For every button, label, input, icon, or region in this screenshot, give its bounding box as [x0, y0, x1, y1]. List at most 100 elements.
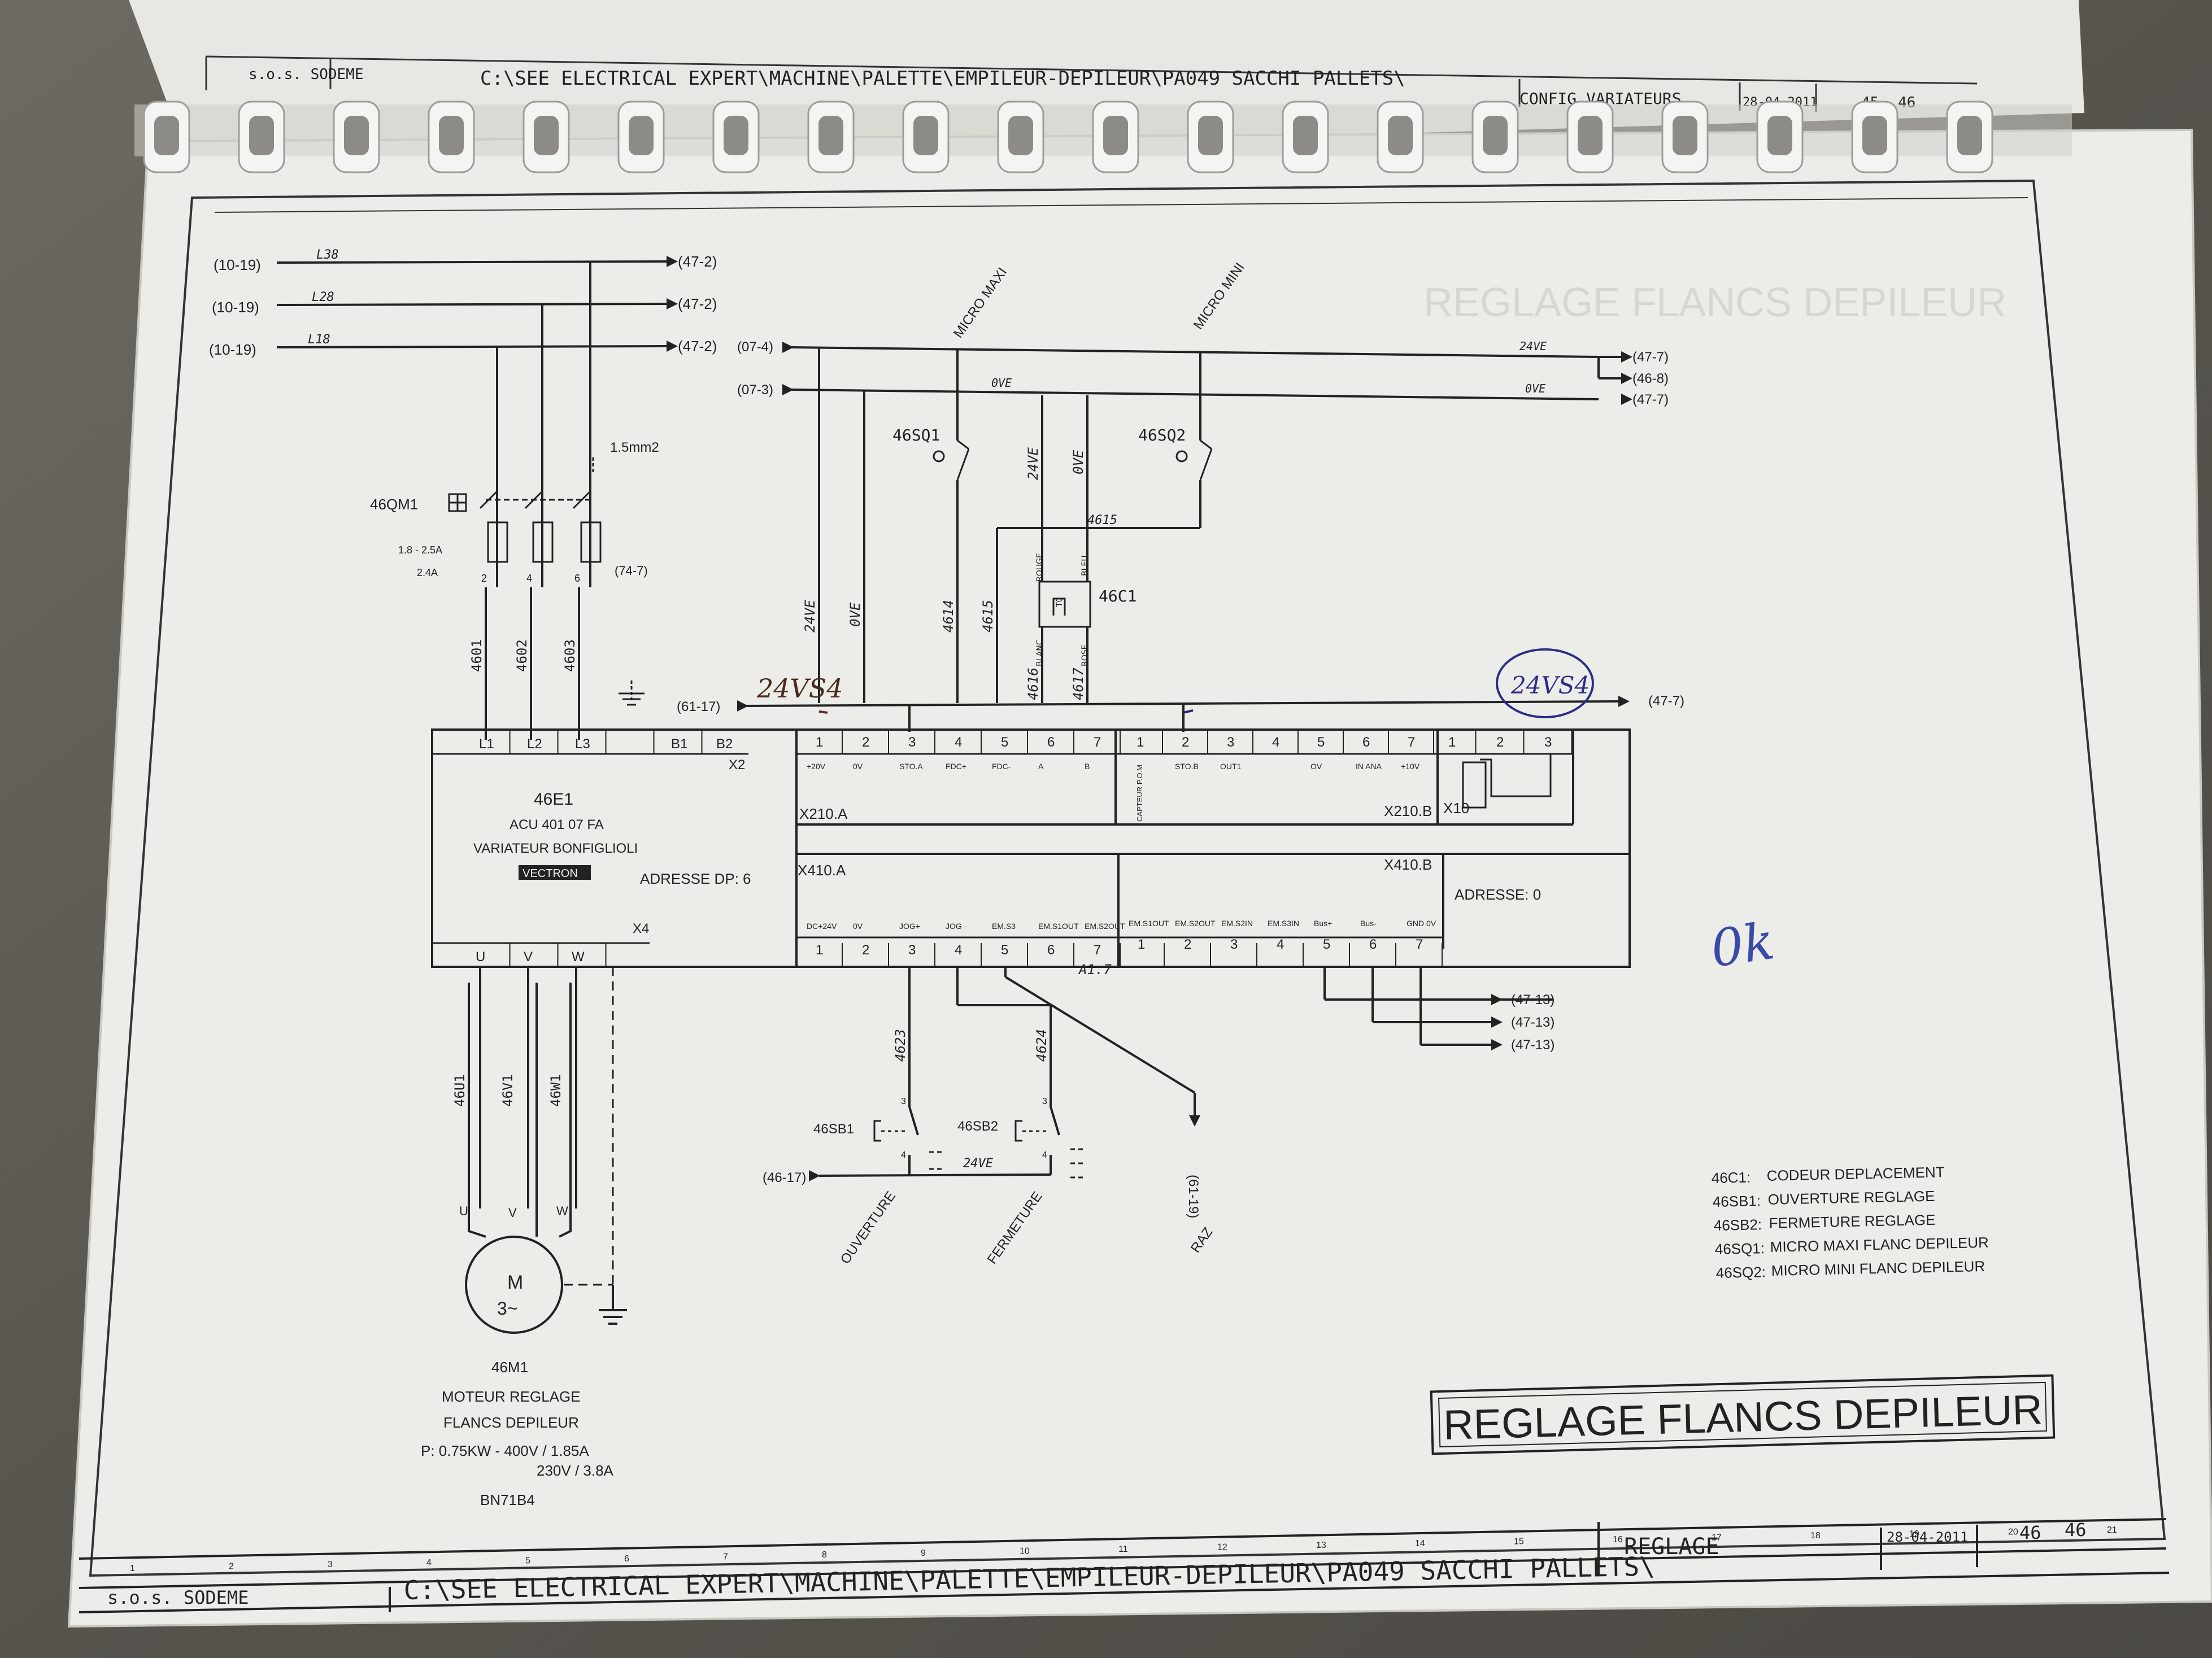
footer-company: s.o.s. SODEME [107, 1587, 249, 1608]
sb1-tag: 46SB1 [813, 1122, 854, 1137]
x10-num-3: 3 [1544, 735, 1552, 750]
bus-24ve-src: (07-4) [737, 339, 773, 355]
wire-label-4617: 4617 [1070, 667, 1086, 700]
x10-num-2: 2 [1496, 735, 1504, 750]
footer-col-20: 20 [2008, 1527, 2018, 1537]
x410a-sig-5: EM.S3 [992, 922, 1016, 931]
sb2-label: FERMETURE [985, 1189, 1046, 1267]
x210a-num-2: 2 [862, 735, 869, 750]
footer-col-4: 4 [426, 1558, 432, 1568]
x410b-sig-2: EM.S2OUT [1175, 919, 1216, 928]
x210a-num-5: 5 [1001, 735, 1008, 750]
x210b-num-2: 2 [1182, 735, 1189, 750]
sb1-contact-3: 3 [901, 1097, 906, 1106]
binding-ring-hole [724, 116, 748, 155]
motor-wire-w: 46W1 [548, 1074, 564, 1107]
binding-ring-hole [154, 116, 179, 155]
x410b-sig-3: EM.S2IN [1221, 919, 1253, 928]
supply-dst-2: (47-2) [678, 295, 717, 312]
x410a-sig-6: EM.S1OUT [1038, 922, 1079, 931]
legend-code-1: 46C1: [1711, 1169, 1751, 1186]
x410b-address: ADRESSE: 0 [1455, 886, 1541, 903]
bus-0ve-src: (07-3) [737, 382, 773, 398]
drive-brand-badge [519, 865, 591, 880]
supply-dst-1: (47-2) [678, 253, 717, 270]
legend-text-2: OUVERTURE REGLAGE [1767, 1188, 1935, 1208]
x210b-name: X210.B [1384, 802, 1432, 819]
footer-col-16: 16 [1613, 1535, 1623, 1544]
x210a-num-4: 4 [955, 735, 962, 750]
motor-ref: BN71B4 [480, 1491, 535, 1508]
footer-date: 28-04-2011 [1887, 1529, 1969, 1545]
motor-term-v: V [508, 1206, 517, 1220]
x210a-sig-1: +20V [807, 762, 826, 771]
x210a-sig-4: FDC+ [946, 762, 966, 771]
x210b-num-3: 3 [1227, 735, 1234, 750]
bus-ref-1: (47-7) [1632, 350, 1669, 365]
x410a-sig-1: DC+24V [807, 922, 837, 931]
supply-arrows [667, 256, 678, 352]
x410a-num-4: 4 [955, 943, 962, 958]
drive-x2: X2 [729, 757, 745, 773]
x410b-num-3: 3 [1230, 937, 1238, 952]
out-term-w: W [572, 949, 585, 965]
supply-name-2: L28 [312, 290, 334, 304]
binding-ring-hole [1388, 116, 1413, 155]
breaker-term-2: 4 [526, 573, 532, 584]
binding-ring-hole [534, 116, 559, 155]
drive-desc: VARIATEUR BONFIGLIOLI [473, 841, 638, 856]
motor-wire-1: 4601 [469, 639, 485, 672]
x410b-sig-1: EM.S1OUT [1129, 919, 1169, 928]
breaker-tag: 46QM1 [370, 496, 418, 513]
micro-maxi-label: MICRO MAXI [951, 265, 1010, 341]
supply-src-3: (10-19) [209, 341, 256, 358]
x410b-sig-4: EM.S3IN [1268, 919, 1299, 928]
x210a-sig-6: A [1038, 762, 1044, 771]
bus-24ve-label: 24VE [1519, 339, 1547, 353]
x210b-num-1: 1 [1137, 735, 1144, 750]
encoder-pin-red: ROUGE [1035, 553, 1044, 582]
supply-lines [276, 260, 667, 740]
x210a-num-7: 7 [1094, 735, 1101, 750]
x410b-num-4: 4 [1277, 937, 1284, 952]
drive-dp-address: ADRESSE DP: 6 [640, 870, 751, 887]
binding-ring-hole [1767, 116, 1792, 155]
x210a-sig-7: B [1085, 762, 1090, 771]
handwritten-24vs4-left: 24VS4 [756, 673, 843, 704]
motor-wire-2: 4602 [514, 639, 530, 672]
push-buttons [818, 967, 1553, 1179]
encoder-wire: 4615 [1087, 513, 1117, 527]
x210b-sig-1: CAPTEUR P.O.M [1135, 765, 1144, 822]
motor-desc-2: FLANCS DEPILEUR [443, 1414, 579, 1431]
x410b-num-7: 7 [1416, 937, 1423, 952]
motor-power-2: 230V / 3.8A [537, 1462, 614, 1479]
wire-label-0ve-b: 0VE [1070, 450, 1086, 474]
sb2-wire: 4624 [1034, 1029, 1050, 1062]
x410b-terminals: 1EM.S1OUT2EM.S2OUT3EM.S2IN4EM.S3IN5Bus+6… [1129, 919, 1436, 952]
drive-x4: X4 [633, 921, 649, 936]
drive-model: ACU 401 07 FA [510, 817, 604, 832]
drive-dividers [509, 730, 1573, 967]
footer-col-14: 14 [1415, 1539, 1425, 1548]
footer-col-13: 13 [1316, 1541, 1326, 1550]
sto-line [745, 700, 1619, 732]
legend-code-2: 46SB1: [1712, 1192, 1761, 1210]
x410b-sig-7: GND 0V [1407, 919, 1436, 928]
legend-code-3: 46SB2: [1713, 1216, 1762, 1234]
motor-cables [465, 967, 627, 1334]
limit-switch-46sq1 [933, 439, 970, 481]
breaker-setting: 2.4A [417, 567, 438, 578]
footer-col-12: 12 [1217, 1543, 1227, 1552]
wire-label-4616: 4616 [1025, 667, 1041, 700]
supply-dst-3: (47-2) [678, 338, 717, 355]
sb1-label: OUVERTURE [838, 1189, 899, 1267]
x410b-name: X410.B [1384, 856, 1432, 873]
x210b-num-4: 4 [1272, 735, 1279, 750]
x210a-sig-5: FDC- [992, 762, 1011, 771]
x410b-sig-5: Bus+ [1314, 919, 1332, 928]
drive-46e1 [431, 728, 1631, 968]
